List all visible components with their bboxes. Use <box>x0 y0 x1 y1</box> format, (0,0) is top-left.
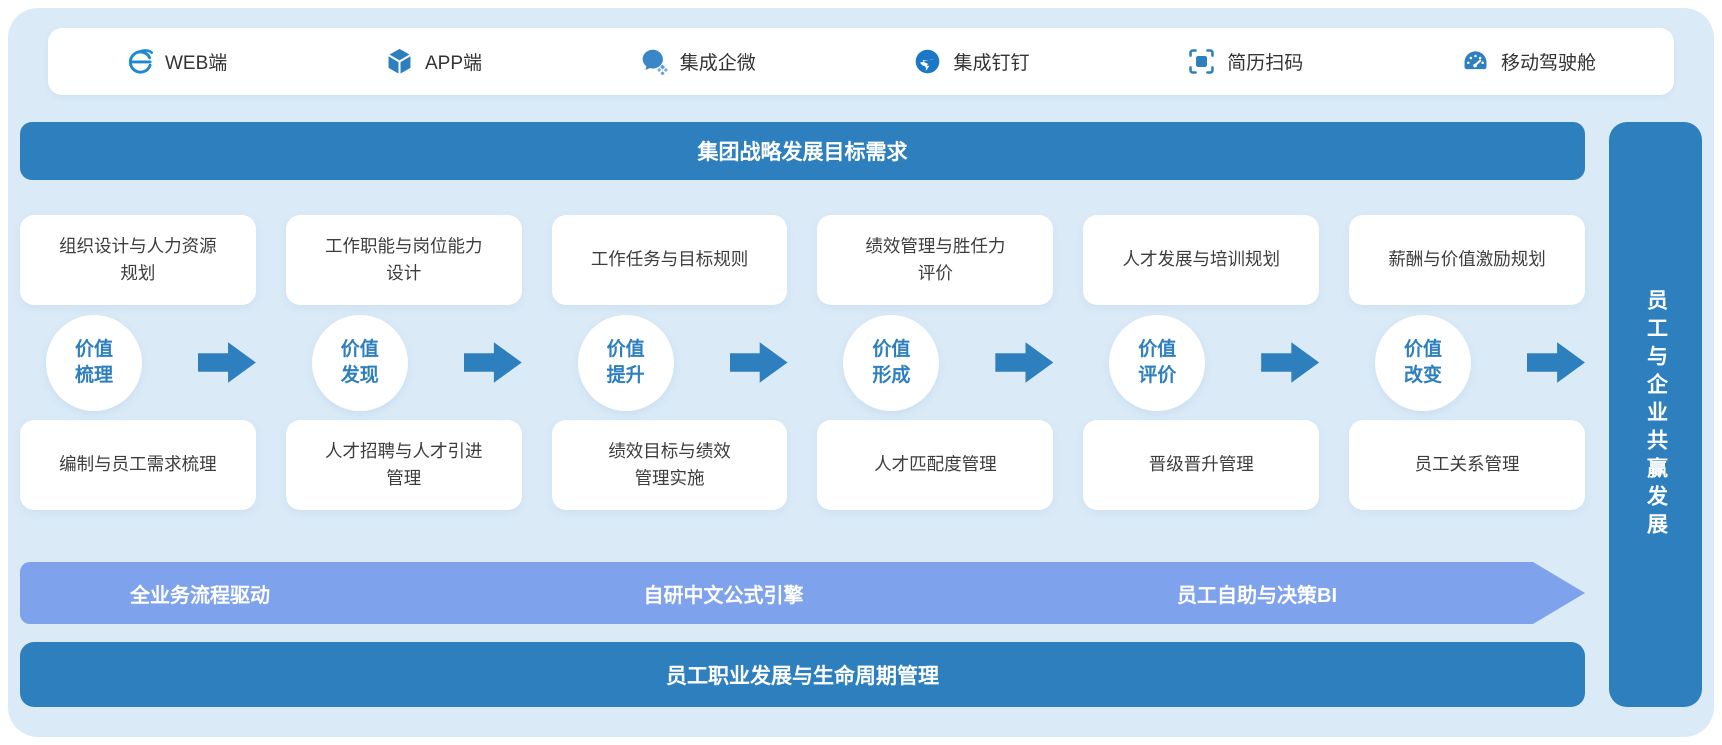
channel-label: APP端 <box>425 53 483 74</box>
channel-resume-scan: 简历扫码 <box>1188 48 1303 75</box>
channel-label: 集成企微 <box>679 53 756 74</box>
value-step-change: 价值 改变 <box>1375 314 1472 411</box>
card-employee-relations: 员工关系管理 <box>1349 420 1585 510</box>
channel-wecom: 集成企微 <box>641 48 756 75</box>
ie-browser-icon <box>128 49 153 74</box>
wecom-chat-icon <box>642 49 668 75</box>
right-arrow-icon <box>995 342 1054 383</box>
channel-label: 集成钉钉 <box>953 53 1030 74</box>
value-chain-row: 价值 梳理 价值 发现 价值 提升 价值 形成 价值 评价 价值 改变 <box>20 305 1585 420</box>
lifecycle-banner: 员工职业发展与生命周期管理 <box>20 642 1585 707</box>
channel-label: 移动驾驶舱 <box>1500 53 1596 74</box>
app-cube-icon <box>388 48 411 75</box>
card-performance-competency-eval: 绩效管理与胜任力 评价 <box>817 215 1054 305</box>
card-task-goal-rules: 工作任务与目标规则 <box>551 215 788 305</box>
right-arrow-icon <box>197 342 256 383</box>
dingtalk-icon <box>916 49 940 74</box>
right-arrow-icon <box>463 342 522 383</box>
value-step-sorting: 价值 梳理 <box>46 314 142 411</box>
diagram-frame: WEB端 APP端 集成企微 <box>8 8 1714 737</box>
engine-chevron-banner: 全业务流程驱动 自研中文公式引擎 员工自助与决策BI <box>20 562 1585 624</box>
scan-code-icon <box>1189 49 1214 74</box>
channel-mobile-cockpit: 移动驾驶舱 <box>1462 48 1596 75</box>
right-arrow-icon <box>1261 342 1320 383</box>
right-arrow-icon <box>1526 342 1585 383</box>
execution-cards-row: 编制与员工需求梳理 人才招聘与人才引进 管理 绩效目标与绩效 管理实施 人才匹配… <box>20 420 1585 510</box>
strategy-goal-banner: 集团战略发展目标需求 <box>20 122 1585 180</box>
engine-label-process: 全业务流程驱动 <box>130 584 270 607</box>
strategy-goal-label: 集团战略发展目标需求 <box>697 141 908 164</box>
value-step-discovery: 价值 发现 <box>311 314 408 411</box>
main-column: 集团战略发展目标需求 组织设计与人力资源 规划 工作职能与岗位能力 设计 工作任… <box>20 95 1585 737</box>
channel-dingtalk: 集成钉钉 <box>914 48 1030 75</box>
value-step-evaluation: 价值 评价 <box>1109 314 1206 411</box>
outcome-label: 员工与企业共赢发展 <box>1644 288 1668 541</box>
channel-label: 简历扫码 <box>1227 53 1304 74</box>
planning-cards-row: 组织设计与人力资源 规划 工作职能与岗位能力 设计 工作任务与目标规则 绩效管理… <box>20 215 1585 305</box>
card-promotion-management: 晋级晋升管理 <box>1083 420 1320 510</box>
engine-label-formula: 自研中文公式引擎 <box>643 584 804 607</box>
outcome-vertical-banner: 员工与企业共赢发展 <box>1609 122 1702 707</box>
card-talent-matching: 人才匹配度管理 <box>817 420 1054 510</box>
right-arrow-icon <box>729 342 788 383</box>
channel-web: WEB端 <box>126 48 227 75</box>
card-talent-training-plan: 人才发展与培训规划 <box>1083 215 1320 305</box>
card-job-competency-design: 工作职能与岗位能力 设计 <box>285 215 522 305</box>
card-recruiting-management: 人才招聘与人才引进 管理 <box>285 420 522 510</box>
card-performance-implementation: 绩效目标与绩效 管理实施 <box>551 420 788 510</box>
engine-label-bi: 员工自助与决策BI <box>1177 584 1337 607</box>
dashboard-gauge-icon <box>1464 51 1487 70</box>
channel-label: WEB端 <box>165 53 228 74</box>
value-step-formation: 价值 形成 <box>843 314 940 411</box>
content-area: 集团战略发展目标需求 组织设计与人力资源 规划 工作职能与岗位能力 设计 工作任… <box>20 95 1702 737</box>
card-org-design: 组织设计与人力资源 规划 <box>20 215 256 305</box>
lifecycle-label: 员工职业发展与生命周期管理 <box>666 664 939 688</box>
card-compensation-incentive-plan: 薪酬与价值激励规划 <box>1349 215 1585 305</box>
value-step-improvement: 价值 提升 <box>577 314 674 411</box>
channel-app: APP端 <box>386 48 482 75</box>
card-headcount-demand: 编制与员工需求梳理 <box>20 420 256 510</box>
access-channels-bar: WEB端 APP端 集成企微 <box>48 28 1674 95</box>
